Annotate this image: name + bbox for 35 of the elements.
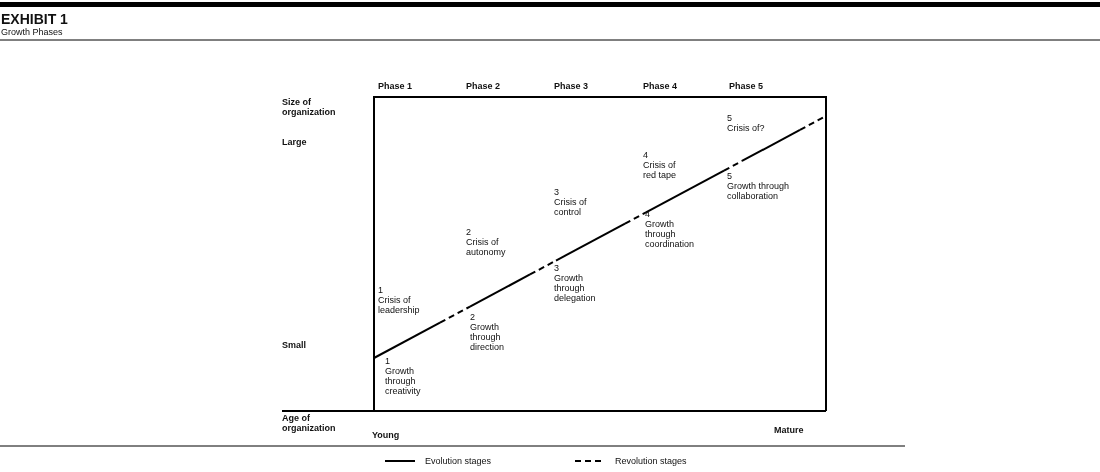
phase-header: Phase 5 xyxy=(729,81,764,91)
stage-number: 5 xyxy=(727,113,733,123)
legend-text: Evolution stages xyxy=(425,456,493,466)
phase-header: Phase 4 xyxy=(643,81,678,91)
subtitle: Growth Phases xyxy=(1,27,64,37)
stage-number: 2 xyxy=(466,227,472,237)
stage-number: 3 xyxy=(554,263,560,273)
stage-label: Crisis of? xyxy=(727,123,766,133)
stage-label: Crisis of leadership xyxy=(378,295,421,315)
stage-number: 4 xyxy=(643,150,649,160)
phase-header: Phase 3 xyxy=(554,81,589,91)
axis-title: Size of organization xyxy=(282,97,337,117)
stage-label: Crisis of control xyxy=(554,197,588,217)
legend-text: Revolution stages xyxy=(615,456,688,466)
stage-label: Crisis of autonomy xyxy=(466,237,507,257)
exhibit-title: EXHIBIT 1 xyxy=(1,12,68,27)
stage-number: 3 xyxy=(554,187,560,197)
axis-title: Age of organization xyxy=(282,413,337,433)
stage-number: 5 xyxy=(727,171,733,181)
axis-value: Small xyxy=(282,340,306,350)
stage-number: 1 xyxy=(385,356,391,366)
stage-label: Growth through direction xyxy=(470,322,506,352)
axis-value: Large xyxy=(282,137,307,147)
stage-label: Growth through delegation xyxy=(554,273,597,303)
stage-number: 2 xyxy=(470,312,476,322)
phase-header: Phase 1 xyxy=(378,81,413,91)
axis-value: Young xyxy=(372,430,400,440)
stage-label: Growth through creativity xyxy=(385,366,422,396)
stage-label: Growth through collaboration xyxy=(727,181,791,201)
phase-header: Phase 2 xyxy=(466,81,501,91)
axis-value: Mature xyxy=(774,425,804,435)
stage-label: Crisis of red tape xyxy=(643,160,678,180)
stage-number: 4 xyxy=(645,209,651,219)
stage-number: 1 xyxy=(378,285,384,295)
stage-label: Growth through coordination xyxy=(645,219,696,249)
